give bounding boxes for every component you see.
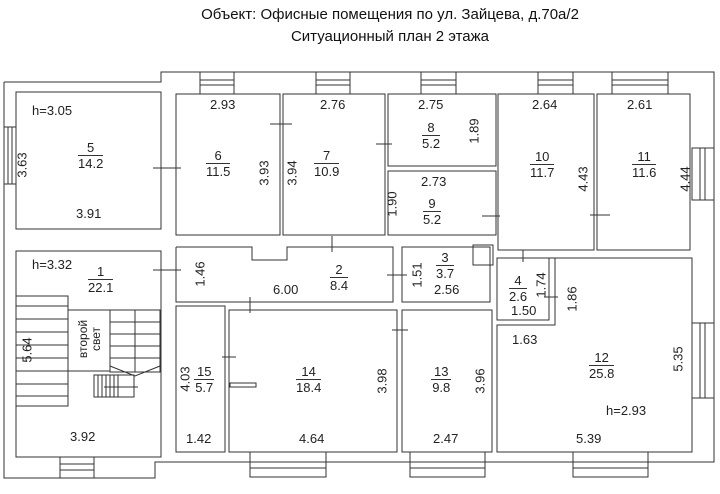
dim-r7-width: 2.76 bbox=[320, 97, 346, 112]
room-5-area: 14.2 bbox=[78, 156, 104, 171]
room-4: 4 2.6 bbox=[509, 273, 528, 304]
room-9-area: 5.2 bbox=[423, 212, 442, 227]
room-14: 14 18.4 bbox=[296, 364, 322, 395]
dim-r11-width: 2.61 bbox=[627, 97, 653, 112]
dim-r12-a: 1.86 bbox=[564, 286, 580, 312]
dim-r13-width: 2.47 bbox=[433, 431, 459, 446]
room-1-number: 1 bbox=[88, 264, 114, 280]
dim-r4-height: 1.74 bbox=[533, 272, 549, 298]
plan-title: Объект: Офисные помещения по ул. Зайцева… bbox=[201, 6, 579, 23]
room-1-height: h=3.32 bbox=[32, 257, 73, 272]
room-11-number: 11 bbox=[632, 149, 657, 165]
dim-r6-height: 3.93 bbox=[256, 160, 272, 186]
room-12: 12 25.8 bbox=[589, 350, 615, 381]
room-11: 11 11.6 bbox=[632, 149, 657, 180]
room-2: 2 8.4 bbox=[330, 262, 349, 293]
dim-r9-width: 2.73 bbox=[421, 174, 447, 189]
room-10-area: 11.7 bbox=[530, 165, 555, 180]
room-11-area: 11.6 bbox=[632, 165, 657, 180]
dim-r12-b: 1.63 bbox=[512, 332, 538, 347]
room-14-number: 14 bbox=[296, 364, 322, 380]
plan-subtitle: Ситуационный план 2 этажа bbox=[290, 28, 490, 45]
room-1-area: 22.1 bbox=[88, 280, 114, 295]
dim-r2-height: 1.46 bbox=[192, 261, 208, 287]
dim-r15-height: 4.03 bbox=[177, 366, 193, 392]
dim-r12-width: 5.39 bbox=[576, 431, 602, 446]
room-4-area: 2.6 bbox=[509, 289, 528, 304]
room-6-area: 11.5 bbox=[206, 164, 231, 179]
dim-r8-width: 2.75 bbox=[418, 97, 444, 112]
room-13-number: 13 bbox=[431, 364, 452, 380]
room-2-area: 8.4 bbox=[330, 278, 349, 293]
room-9-number: 9 bbox=[423, 196, 442, 212]
room-15: 15 5.7 bbox=[194, 364, 215, 395]
room-12-height: h=2.93 bbox=[606, 403, 647, 418]
room-15-number: 15 bbox=[194, 364, 215, 380]
room-9: 9 5.2 bbox=[423, 196, 442, 227]
room-15-area: 5.7 bbox=[195, 380, 214, 395]
room-14-area: 18.4 bbox=[296, 380, 322, 395]
dim-r5-width: 3.91 bbox=[76, 206, 102, 221]
dim-r1-width: 3.92 bbox=[70, 429, 96, 444]
dim-r6-width: 2.93 bbox=[210, 97, 236, 112]
room-6-number: 6 bbox=[206, 148, 231, 164]
dim-r5-height: 3.63 bbox=[14, 152, 30, 178]
dim-r11-height: 4.44 bbox=[677, 166, 693, 192]
second-light-line1: второй bbox=[76, 319, 90, 359]
dim-r14-width: 4.64 bbox=[299, 431, 325, 446]
room-5: 5 14.2 bbox=[78, 140, 104, 171]
room-12-number: 12 bbox=[589, 350, 615, 366]
second-light-label: второй свет bbox=[76, 317, 103, 361]
dim-r9-height: 1.90 bbox=[384, 191, 400, 217]
dim-r1-height: 5.64 bbox=[19, 337, 35, 363]
room-8: 8 5.2 bbox=[422, 120, 441, 151]
room-12-area: 25.8 bbox=[589, 366, 615, 381]
room-6: 6 11.5 bbox=[206, 148, 231, 179]
dim-r4-width: 1.50 bbox=[511, 303, 537, 318]
room-3-area: 3.7 bbox=[436, 266, 455, 281]
room-5-number: 5 bbox=[78, 140, 104, 156]
room-8-number: 8 bbox=[422, 120, 441, 136]
room-5-height: h=3.05 bbox=[32, 103, 73, 118]
room-13: 13 9.8 bbox=[431, 364, 452, 395]
dim-r14-height: 3.98 bbox=[374, 368, 390, 394]
room-7-area: 10.9 bbox=[314, 164, 340, 179]
dim-r2-width: 6.00 bbox=[273, 282, 299, 297]
dim-r10-height: 4.43 bbox=[575, 166, 591, 192]
dim-r8-height: 1.89 bbox=[466, 118, 482, 144]
room-1: 1 22.1 bbox=[88, 264, 114, 295]
dim-r3-width: 2.56 bbox=[434, 282, 460, 297]
room-10-number: 10 bbox=[530, 149, 555, 165]
room-4-number: 4 bbox=[509, 273, 528, 289]
second-light-line2: свет bbox=[89, 327, 103, 352]
room-7-number: 7 bbox=[314, 148, 340, 164]
room-8-area: 5.2 bbox=[422, 136, 441, 151]
dim-r15-width: 1.42 bbox=[186, 431, 212, 446]
dim-r12-height: 5.35 bbox=[670, 346, 686, 372]
room-2-number: 2 bbox=[330, 262, 349, 278]
room-3: 3 3.7 bbox=[436, 250, 455, 281]
dim-r3-height: 1.51 bbox=[409, 262, 425, 288]
dim-r13-height: 3.96 bbox=[472, 368, 488, 394]
dim-r7-height: 3.94 bbox=[284, 160, 300, 186]
room-7: 7 10.9 bbox=[314, 148, 340, 179]
room-13-area: 9.8 bbox=[432, 380, 451, 395]
dim-r10-width: 2.64 bbox=[532, 97, 558, 112]
room-3-number: 3 bbox=[436, 250, 455, 266]
room-10: 10 11.7 bbox=[530, 149, 555, 180]
